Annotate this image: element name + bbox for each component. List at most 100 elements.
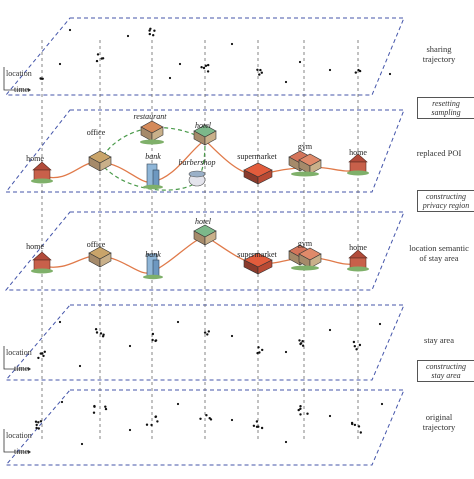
stay-point <box>301 344 305 347</box>
sharing-point <box>258 73 261 76</box>
hotel-icon <box>204 130 217 146</box>
original-point <box>154 415 157 419</box>
original-point <box>299 413 302 416</box>
axis-location-label-bottom: location <box>6 431 32 440</box>
poi-label-restaurant: restaurant <box>133 112 167 121</box>
stay-point <box>58 320 62 324</box>
sem-label-home-2: home <box>349 243 367 252</box>
original-point <box>92 411 96 414</box>
layer-label-semantic: location semantic of stay area <box>404 243 474 263</box>
poi-label-home-2: home <box>349 148 367 157</box>
sharing-point <box>168 76 172 80</box>
axis-time-label-bottom: time <box>14 447 29 456</box>
gym-icon <box>291 265 319 271</box>
layer-label-semantic-text: location semantic of stay area <box>409 243 469 263</box>
sharing-point <box>95 59 99 63</box>
sharing-point <box>149 27 152 30</box>
poi-label-barbershop: barbershop <box>178 158 216 167</box>
original-point <box>60 400 64 404</box>
gym-icon <box>309 159 322 175</box>
stay-point <box>94 328 98 331</box>
sharing-point <box>41 77 44 81</box>
original-point <box>230 418 234 422</box>
original-point <box>34 420 38 423</box>
office-icon <box>99 252 112 268</box>
sharing-point <box>96 53 100 56</box>
step-stay-box: constructing stay area <box>417 360 474 382</box>
sharing-point <box>101 57 105 60</box>
restaurant-icon <box>151 126 164 142</box>
axis-location-label-mid: location <box>6 348 32 357</box>
sem-label-gym: gym <box>297 239 313 248</box>
layer-label-original: original trajectory <box>404 412 474 432</box>
sem-label-office: office <box>86 240 106 249</box>
original-point <box>260 426 264 430</box>
original-point <box>357 425 361 428</box>
stay-point <box>299 342 302 346</box>
sharing-point <box>388 72 392 76</box>
home-icon <box>347 266 369 272</box>
step-stay-text: constructing stay area <box>426 362 466 380</box>
stay-point <box>328 328 332 332</box>
original-point <box>351 422 354 426</box>
sharing-point <box>58 62 62 66</box>
stay-point <box>258 351 261 354</box>
poi-label-hotel: hotel <box>195 121 211 130</box>
sharing-point <box>206 70 210 73</box>
original-point <box>93 404 96 408</box>
original-point <box>205 414 208 417</box>
sharing-point <box>328 68 332 72</box>
stay-point <box>257 346 260 349</box>
gym-icon <box>291 171 319 177</box>
stay-point <box>256 351 259 355</box>
replaced-alt-route-bottom <box>99 139 206 191</box>
sharing-point <box>357 68 360 72</box>
original-point <box>145 423 149 426</box>
axis-time-label-top: time <box>14 85 29 94</box>
original-point <box>359 431 362 434</box>
stay-point <box>41 352 44 355</box>
stay-point <box>358 343 362 347</box>
sharing-point <box>204 64 208 68</box>
stay-point <box>154 339 158 342</box>
bank-icon <box>152 169 160 187</box>
original-point <box>80 442 84 446</box>
sharing-point <box>148 32 151 36</box>
stay-point <box>230 334 234 338</box>
plane-original <box>4 389 405 466</box>
office-icon <box>99 156 112 172</box>
axis-location-label-top: location <box>6 69 32 78</box>
original-point <box>35 423 38 427</box>
home-icon <box>32 161 52 171</box>
bank-icon <box>143 274 163 280</box>
stay-point <box>301 340 304 343</box>
original-point <box>104 407 108 411</box>
axis-arrow-2 <box>3 346 30 370</box>
plane-stay <box>4 304 405 381</box>
bank-icon <box>143 184 163 190</box>
sharing-point <box>256 68 259 72</box>
original-point <box>299 405 302 408</box>
original-point <box>209 418 213 421</box>
original-point <box>328 414 332 418</box>
hotel-icon <box>204 230 217 246</box>
stay-point <box>43 350 46 353</box>
layer-label-stay-text: stay area <box>424 335 454 345</box>
barbershop-icon <box>188 170 206 178</box>
sharing-point <box>152 34 155 37</box>
step-privacy-box: constructing privacy region <box>417 190 474 212</box>
axis-arrowhead-2 <box>28 367 31 371</box>
sharing-point <box>298 60 302 64</box>
stay-point <box>284 350 288 354</box>
sharing-point <box>354 71 357 74</box>
sharing-point <box>39 77 42 80</box>
stay-point <box>298 339 301 342</box>
sharing-point <box>230 42 234 46</box>
original-point <box>35 426 38 430</box>
original-point <box>156 420 159 423</box>
restaurant-icon <box>140 139 164 145</box>
home-icon <box>32 251 52 261</box>
sharing-point <box>178 62 182 66</box>
layer-label-sharing-text: sharing trajectory <box>422 44 456 64</box>
